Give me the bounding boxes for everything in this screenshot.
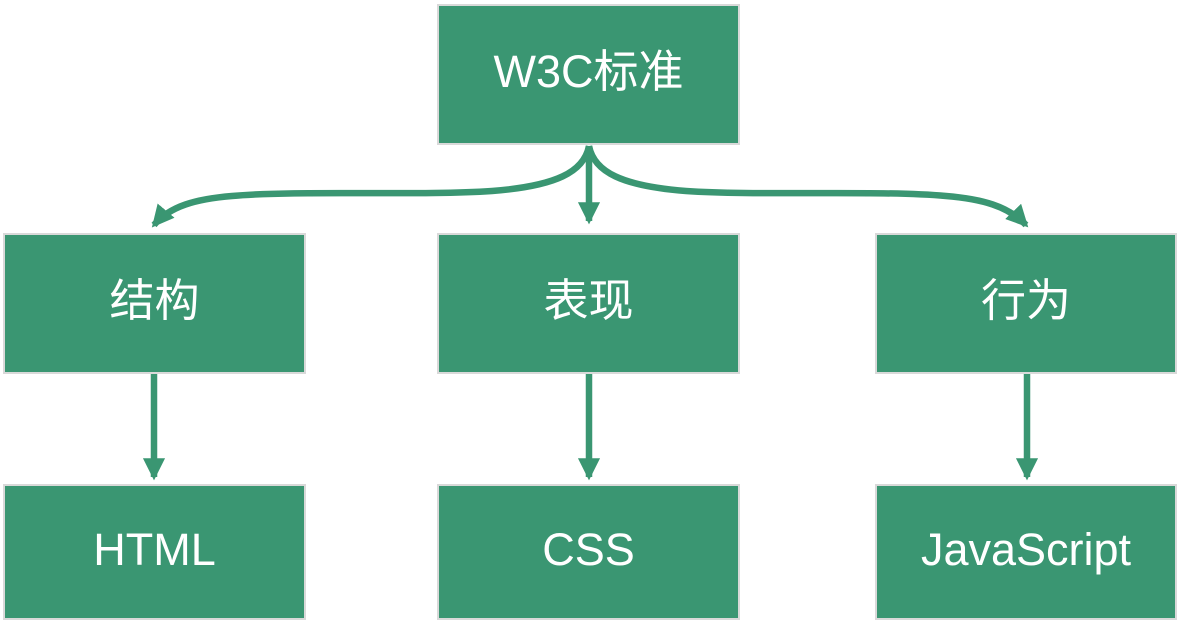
node-javascript-label: JavaScript bbox=[920, 523, 1132, 575]
node-css-label: CSS bbox=[542, 523, 635, 575]
node-javascript: JavaScript bbox=[875, 484, 1177, 620]
node-structure-label: 结构 bbox=[109, 275, 200, 326]
node-presentation: 表现 bbox=[437, 233, 740, 374]
node-w3c-standard: W3C标准 bbox=[437, 4, 740, 145]
node-presentation-label: 表现 bbox=[543, 275, 634, 326]
node-css: CSS bbox=[437, 484, 740, 620]
node-w3c-standard-label: W3C标准 bbox=[493, 46, 684, 97]
node-html: HTML bbox=[3, 484, 306, 620]
node-structure: 结构 bbox=[3, 233, 306, 374]
edge-root-to-structure bbox=[151, 145, 593, 228]
node-behavior: 行为 bbox=[875, 233, 1177, 374]
node-html-label: HTML bbox=[93, 523, 216, 575]
edge-root-to-behavior bbox=[585, 145, 1029, 228]
node-behavior-label: 行为 bbox=[980, 275, 1071, 326]
